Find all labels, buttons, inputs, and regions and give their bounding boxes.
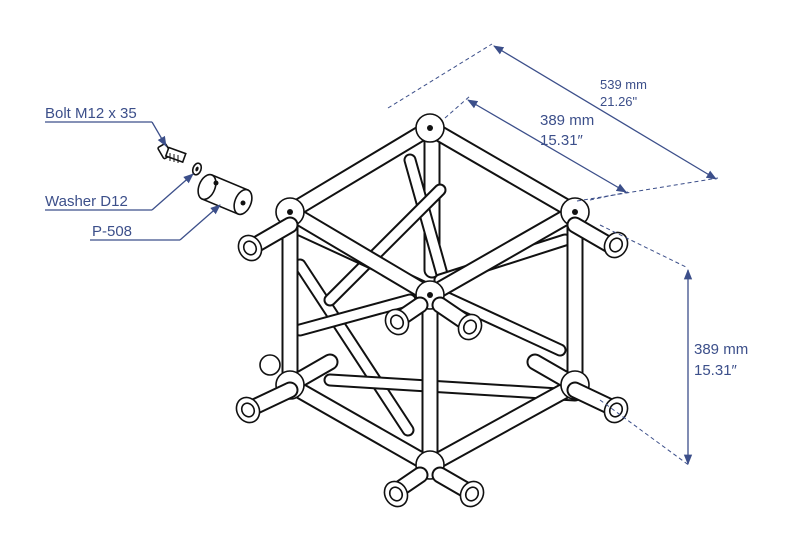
truss-block (235, 113, 629, 508)
dim-height-in: 15.31″ (694, 362, 738, 379)
top-chords (281, 119, 584, 304)
dimension-lines (387, 43, 719, 467)
label-part: P-508 (92, 223, 132, 240)
dim-frame-in: 15.31″ (540, 132, 584, 149)
dim-overall-mm: 539 mm (600, 77, 647, 92)
dim-height-mm: 389 mm (694, 341, 748, 358)
vertical-legs (281, 203, 584, 474)
washer-icon (191, 162, 203, 176)
dimension-labels: 539 mm 21.26" 389 mm 15.31″ 389 mm 15.31… (540, 77, 748, 379)
hardware-exploded (157, 143, 253, 216)
label-washer: Washer D12 (45, 193, 128, 210)
dim-frame-mm: 389 mm (540, 112, 594, 129)
dim-overall-in: 21.26" (600, 94, 638, 109)
bolt-icon (157, 143, 187, 164)
label-bolt: Bolt M12 x 35 (45, 105, 137, 122)
part-labels: Bolt M12 x 35 Washer D12 P-508 (45, 105, 221, 241)
bottom-chords (281, 353, 584, 474)
part-p508-icon (197, 173, 253, 216)
